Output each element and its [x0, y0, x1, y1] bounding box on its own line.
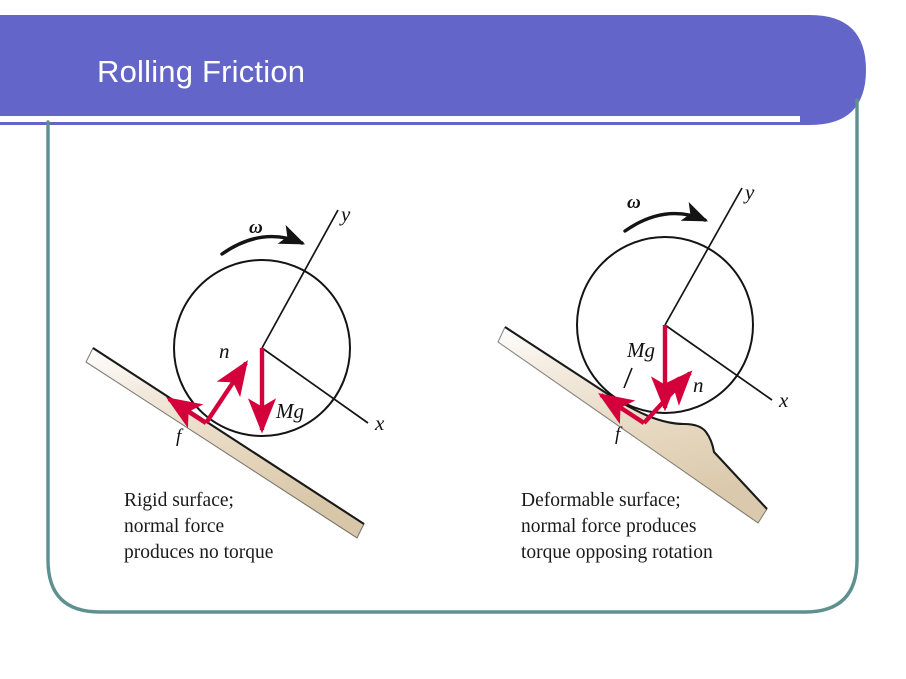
deformable-axis-x-label: x	[778, 388, 789, 412]
rigid-caption-line-2: normal force	[124, 516, 224, 537]
diagram-deformable-surface: y x ω Mg n f Deformable surface; normal …	[483, 180, 789, 563]
deformable-ramp-fade	[483, 315, 527, 357]
deformable-caption-line-2: normal force produces	[521, 516, 696, 537]
rigid-ramp-body	[86, 348, 364, 538]
rigid-axis-x-label: x	[374, 411, 385, 435]
page-title: Rolling Friction	[97, 54, 305, 89]
deformable-axis-x-line	[664, 324, 773, 401]
deformable-normal-label: n	[693, 373, 704, 397]
rigid-caption-line-1: Rigid surface;	[124, 490, 234, 511]
deformable-ramp-body	[498, 327, 767, 523]
rigid-ramp-fade	[70, 335, 118, 380]
rigid-ramp	[70, 335, 365, 539]
rigid-caption-line-3: produces no torque	[124, 542, 273, 563]
content-frame	[46, 98, 859, 614]
header-background	[0, 15, 866, 125]
rigid-friction-vector	[166, 397, 208, 429]
deformable-caption-line-3: torque opposing rotation	[521, 542, 713, 563]
content-frame-outline	[46, 98, 859, 614]
rigid-axis-y-label: y	[339, 202, 351, 226]
deformable-omega-label: ω	[627, 192, 641, 213]
rigid-weight-label: Mg	[275, 399, 304, 423]
rigid-axis-x-line	[261, 347, 369, 424]
deformable-weight-leader	[623, 367, 633, 389]
rigid-friction-label: f	[176, 426, 184, 447]
deformable-friction-label: f	[615, 424, 623, 445]
deformable-omega-arc	[623, 201, 709, 233]
diagram-rigid-surface: y x ω Mg n f Rigid surface; normal force…	[70, 202, 385, 563]
deformable-wheel-circle	[576, 236, 754, 414]
deformable-axis-y-label: y	[743, 180, 755, 204]
deformable-axis-y-line	[664, 187, 743, 326]
rigid-omega-label: ω	[249, 217, 263, 238]
slide-header: Rolling Friction	[0, 15, 866, 125]
deformable-weight-label: Mg	[626, 338, 655, 362]
deformable-friction-vector	[598, 393, 646, 425]
rigid-omega-arc	[220, 224, 306, 256]
rigid-wheel-circle	[173, 259, 351, 437]
rigid-normal-vector	[204, 360, 248, 425]
rigid-axis-y-line	[261, 209, 339, 349]
deformable-normal-vector	[642, 370, 693, 425]
deformable-caption-line-1: Deformable surface;	[521, 490, 681, 511]
rigid-normal-label: n	[219, 339, 230, 363]
deformable-ramp	[483, 315, 768, 524]
header-rule	[0, 116, 800, 122]
